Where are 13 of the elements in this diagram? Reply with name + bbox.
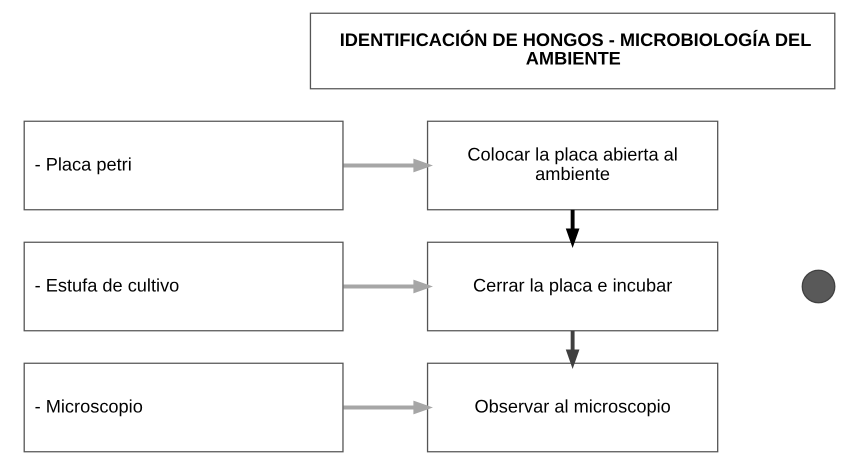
node-box: Colocar la placa abierta al ambiente [426,120,718,210]
node-box: Observar al microscopio [426,362,718,452]
node-circle [802,270,836,304]
node-box: - Microscopio [24,362,344,452]
arrow [344,400,433,414]
node-box: Cerrar la placa e incubar [426,242,718,332]
arrow [566,210,580,248]
arrow [566,330,580,370]
node-box: - Estufa de cultivo [24,242,344,332]
arrow [344,158,433,172]
node-box: - Placa petri [24,120,344,210]
node-box: IDENTIFICACIÓN DE HONGOS - MICROBIOLOGÍA DEL AMBIENTE [310,12,836,90]
arrow [344,280,433,294]
